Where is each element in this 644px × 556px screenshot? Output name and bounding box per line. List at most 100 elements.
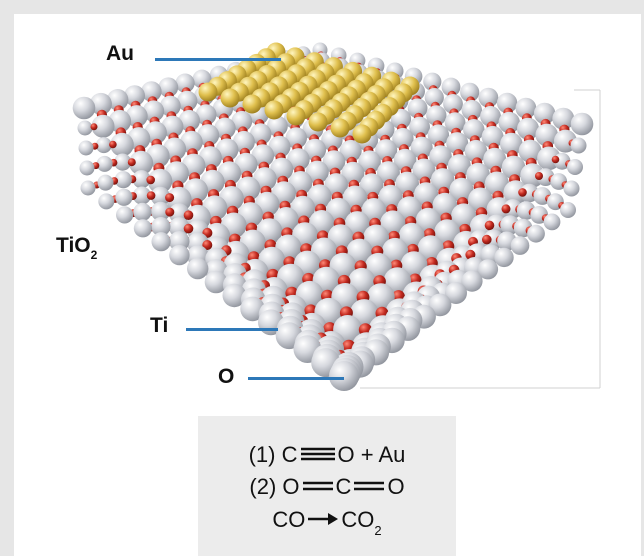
ti-atom xyxy=(412,158,436,182)
atom-lattice xyxy=(72,42,594,391)
ti-atom xyxy=(427,124,450,146)
ti-atom xyxy=(151,232,171,252)
ti-atom xyxy=(464,139,488,163)
ti-atom xyxy=(535,123,558,147)
ti-atom xyxy=(451,203,477,229)
ti-atom xyxy=(158,77,179,98)
double-bond-icon xyxy=(354,481,385,491)
o-atom xyxy=(109,140,117,149)
ti-atom xyxy=(250,123,272,145)
ti-atom xyxy=(441,77,461,97)
ti-atom xyxy=(132,170,151,189)
ti-atom xyxy=(128,150,154,175)
ti-atom xyxy=(329,361,359,391)
triple-bond-icon xyxy=(300,447,335,461)
ti-atom xyxy=(503,180,528,205)
ti-atom xyxy=(342,185,368,210)
ti-atom xyxy=(195,104,217,125)
ti-atom xyxy=(133,219,152,238)
ti-atom xyxy=(390,108,412,130)
ti-atom xyxy=(567,159,583,175)
tio2-label: TiO2 xyxy=(56,234,98,263)
ti-atom xyxy=(359,173,384,197)
ti-atom xyxy=(125,105,148,128)
ti-atom xyxy=(95,137,112,154)
o-atom xyxy=(535,172,543,180)
au-atom xyxy=(220,88,240,108)
ti-atom xyxy=(132,186,151,205)
o-atom xyxy=(183,210,194,220)
ti-atom xyxy=(423,72,442,91)
ti-atom xyxy=(285,127,307,149)
ti-atom xyxy=(397,196,422,221)
ti-atom xyxy=(409,116,430,138)
ti-atom xyxy=(445,282,467,304)
ti-atom xyxy=(114,153,132,171)
ti-atom xyxy=(151,201,171,221)
ti-atom xyxy=(222,283,247,308)
ti-atom xyxy=(518,139,542,163)
ti-atom xyxy=(466,162,490,187)
ti-atom xyxy=(97,174,114,191)
au-atom xyxy=(286,106,306,126)
o-atom xyxy=(484,220,495,231)
au-atom xyxy=(330,118,350,138)
ti-atom xyxy=(375,139,398,162)
o-atom xyxy=(551,155,560,164)
ti-atom xyxy=(426,105,447,126)
o-atom xyxy=(518,188,527,197)
ti-atom xyxy=(410,136,433,159)
ti-atom xyxy=(447,154,471,178)
ti-label: Ti xyxy=(150,314,169,337)
o-atom xyxy=(90,123,98,131)
ti-atom xyxy=(251,144,275,167)
ti-atom xyxy=(107,89,129,111)
ti-atom xyxy=(147,168,173,194)
ti-atom xyxy=(500,132,523,156)
ti-atom xyxy=(560,202,576,218)
au-atom xyxy=(352,124,372,144)
ti-atom xyxy=(177,90,198,112)
ti-atom xyxy=(114,171,132,189)
ti-atom xyxy=(515,97,537,119)
ti-atom xyxy=(392,127,414,150)
ti-atom xyxy=(287,148,310,171)
ti-atom xyxy=(151,217,171,237)
ti-atom xyxy=(268,135,291,158)
ti-atom xyxy=(159,95,181,117)
ti-atom xyxy=(484,171,509,196)
ti-atom xyxy=(98,193,115,210)
ti-atom xyxy=(398,222,425,249)
ti-atom xyxy=(400,251,428,278)
ti-atom xyxy=(461,99,482,121)
ti-atom xyxy=(430,168,455,192)
ti-atom xyxy=(187,257,209,280)
ti-atom xyxy=(483,147,507,171)
au-atom xyxy=(264,100,284,120)
ti-atom xyxy=(197,124,220,147)
double-bond-icon xyxy=(302,481,333,491)
ti-atom xyxy=(443,94,463,114)
ti-atom xyxy=(468,187,493,213)
au-label: Au xyxy=(106,42,134,65)
ti-atom xyxy=(91,114,115,138)
ti-atom xyxy=(444,112,466,133)
ti-atom xyxy=(477,259,499,280)
ti-atom xyxy=(480,105,501,127)
ti-atom xyxy=(429,145,452,168)
ti-atom xyxy=(543,213,561,231)
ti-atom xyxy=(461,270,483,292)
o-atom xyxy=(165,193,175,203)
ti-atom xyxy=(517,117,539,140)
ti-atom xyxy=(434,219,460,246)
ti-atom xyxy=(116,206,134,224)
ti-atom xyxy=(169,244,190,266)
ti-atom xyxy=(341,161,365,185)
o-atom xyxy=(183,223,194,234)
ti-atom xyxy=(414,182,439,207)
ti-atom xyxy=(478,87,499,108)
o-atom xyxy=(165,207,175,217)
